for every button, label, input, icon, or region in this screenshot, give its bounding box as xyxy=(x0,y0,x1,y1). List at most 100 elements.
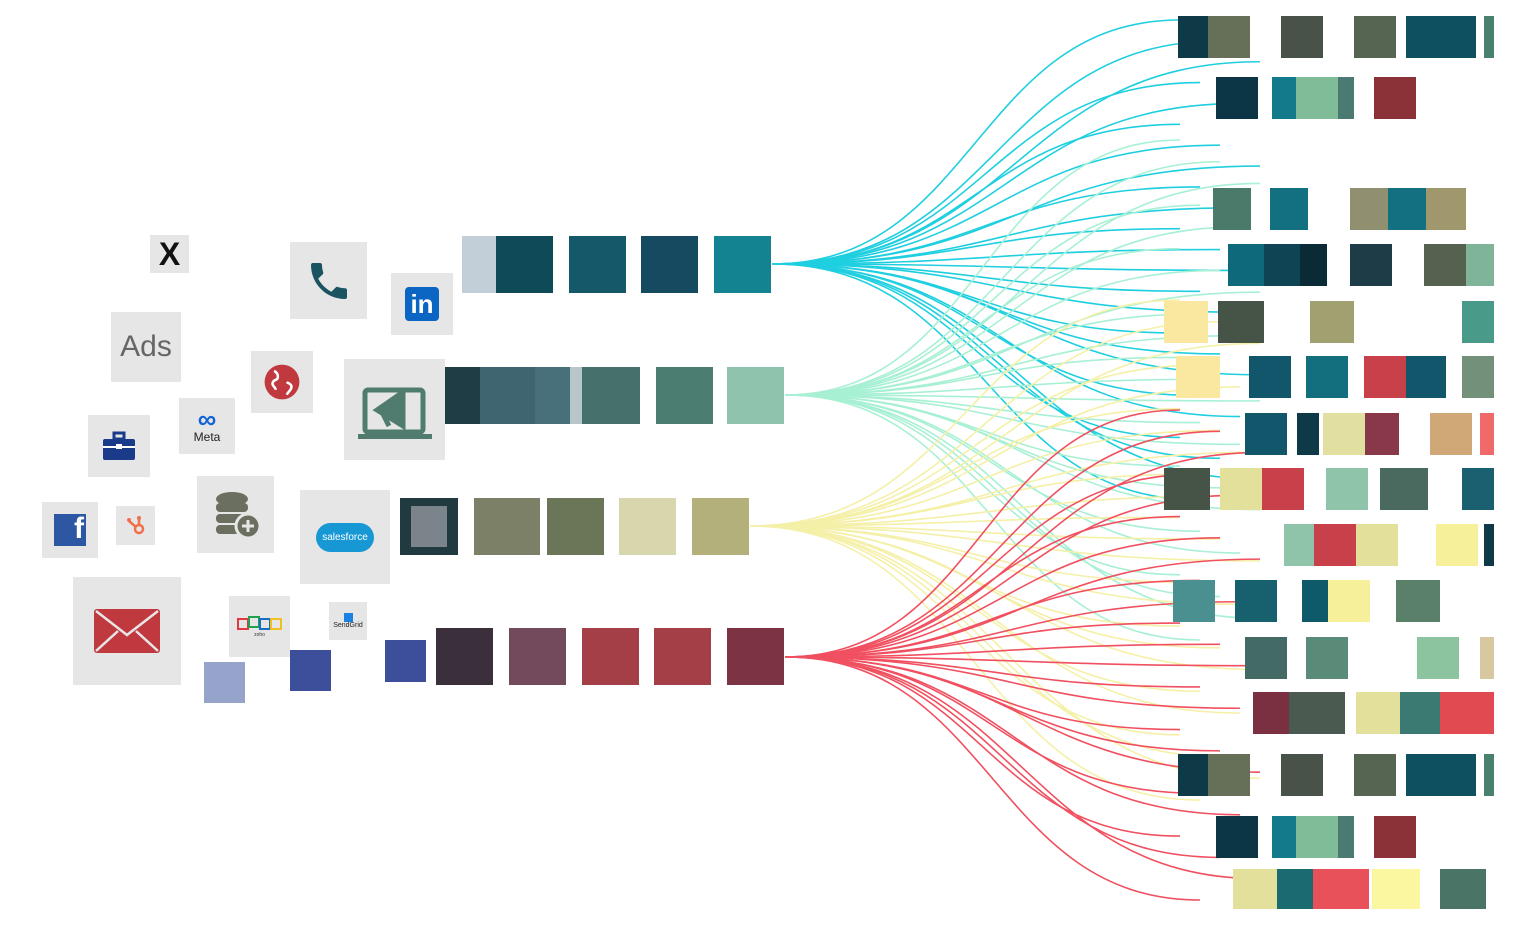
color-block xyxy=(1484,16,1494,58)
sendgrid-icon xyxy=(343,613,353,622)
color-block xyxy=(1356,524,1398,566)
flow-line-mint xyxy=(784,226,1241,396)
sendgrid-label: SendGrid xyxy=(333,622,363,629)
color-block xyxy=(1164,468,1210,510)
color-block xyxy=(1480,413,1494,455)
meta-label: Meta xyxy=(193,430,221,444)
briefcase-icon xyxy=(103,431,135,460)
color-block xyxy=(1306,637,1348,679)
flow-line-cyan xyxy=(771,263,1221,460)
zoho-label: zoho xyxy=(254,631,265,638)
color-block xyxy=(1374,816,1416,858)
color-block xyxy=(1178,754,1208,796)
color-block xyxy=(1462,301,1494,343)
color-block xyxy=(1364,356,1406,398)
flow-line-cyan xyxy=(771,186,1201,265)
color-block xyxy=(1235,580,1277,622)
color-block xyxy=(1313,869,1369,909)
color-block xyxy=(1354,16,1396,58)
color-block xyxy=(1466,244,1494,286)
color-block xyxy=(1216,816,1258,858)
color-block xyxy=(727,367,784,424)
flow-line-yellow xyxy=(749,364,1201,527)
color-block xyxy=(1281,754,1323,796)
color-block xyxy=(547,498,604,555)
flow-line-mint xyxy=(784,204,1201,396)
color-block xyxy=(445,367,480,424)
ads-label: Ads xyxy=(120,330,172,363)
flow-line-yellow xyxy=(749,429,1221,527)
color-block xyxy=(411,506,447,547)
color-block xyxy=(1300,244,1327,286)
flow-line-yellow xyxy=(749,407,1181,527)
color-block xyxy=(204,662,245,703)
color-block xyxy=(1296,816,1338,858)
flow-line-red xyxy=(784,656,1181,837)
flow-line-red xyxy=(784,656,1241,816)
flow-line-mint xyxy=(784,356,1181,396)
color-block xyxy=(1400,692,1440,734)
color-block xyxy=(1354,754,1396,796)
ads-tile: Ads xyxy=(111,312,181,382)
megaphone-laptop-icon xyxy=(357,386,432,439)
flow-line-red xyxy=(784,515,1181,658)
color-block xyxy=(569,236,626,293)
envelope-icon xyxy=(94,609,160,653)
flow-line-yellow xyxy=(749,386,1241,527)
flow-line-cyan xyxy=(771,263,1261,272)
color-block xyxy=(1380,468,1428,510)
briefcase-tile xyxy=(88,415,150,477)
flow-line-red xyxy=(784,537,1221,658)
flow-line-cyan xyxy=(771,263,1201,501)
color-block xyxy=(1417,637,1459,679)
color-block xyxy=(1213,188,1251,230)
color-block xyxy=(1426,188,1466,230)
flow-line-yellow xyxy=(749,299,1181,527)
flow-line-yellow xyxy=(749,525,1221,758)
color-block xyxy=(1372,869,1420,909)
sendgrid-tile: SendGrid xyxy=(329,602,367,640)
flow-line-yellow xyxy=(749,320,1221,527)
flow-line-red xyxy=(784,622,1181,658)
color-block xyxy=(1424,244,1466,286)
color-block xyxy=(1176,356,1220,398)
meta-tile: ∞ Meta xyxy=(179,398,235,454)
phone-icon xyxy=(310,262,347,299)
color-block xyxy=(1245,413,1287,455)
color-block xyxy=(656,367,713,424)
color-block xyxy=(1338,816,1354,858)
flow-line-mint xyxy=(784,139,1181,396)
color-block xyxy=(1220,468,1262,510)
marketing-tile xyxy=(344,359,445,460)
zoho-logo xyxy=(236,615,282,630)
color-block xyxy=(1262,468,1304,510)
flow-line-cyan xyxy=(771,81,1201,265)
color-block xyxy=(692,498,749,555)
linkedin-tile: in xyxy=(391,273,453,335)
color-block xyxy=(1374,77,1416,119)
color-block xyxy=(1396,580,1440,622)
color-block xyxy=(1436,524,1478,566)
color-block xyxy=(1462,468,1494,510)
color-block xyxy=(290,650,331,691)
color-block xyxy=(1296,77,1338,119)
flow-line-yellow xyxy=(749,473,1201,527)
color-block xyxy=(1462,356,1494,398)
linkedin-icon: in xyxy=(405,287,439,321)
color-block xyxy=(1306,356,1348,398)
color-block xyxy=(474,498,540,555)
color-block xyxy=(1314,524,1356,566)
flow-line-cyan xyxy=(771,263,1261,376)
flow-line-mint xyxy=(784,394,1221,598)
color-block xyxy=(1302,580,1328,622)
color-block xyxy=(1208,754,1250,796)
color-block xyxy=(1249,356,1291,398)
flow-line-mint xyxy=(784,247,1181,396)
color-block xyxy=(1264,244,1300,286)
flow-line-cyan xyxy=(771,263,1241,418)
color-block xyxy=(496,236,553,293)
flow-line-cyan xyxy=(771,144,1221,265)
color-block xyxy=(1406,16,1476,58)
database-add-icon xyxy=(215,491,261,539)
